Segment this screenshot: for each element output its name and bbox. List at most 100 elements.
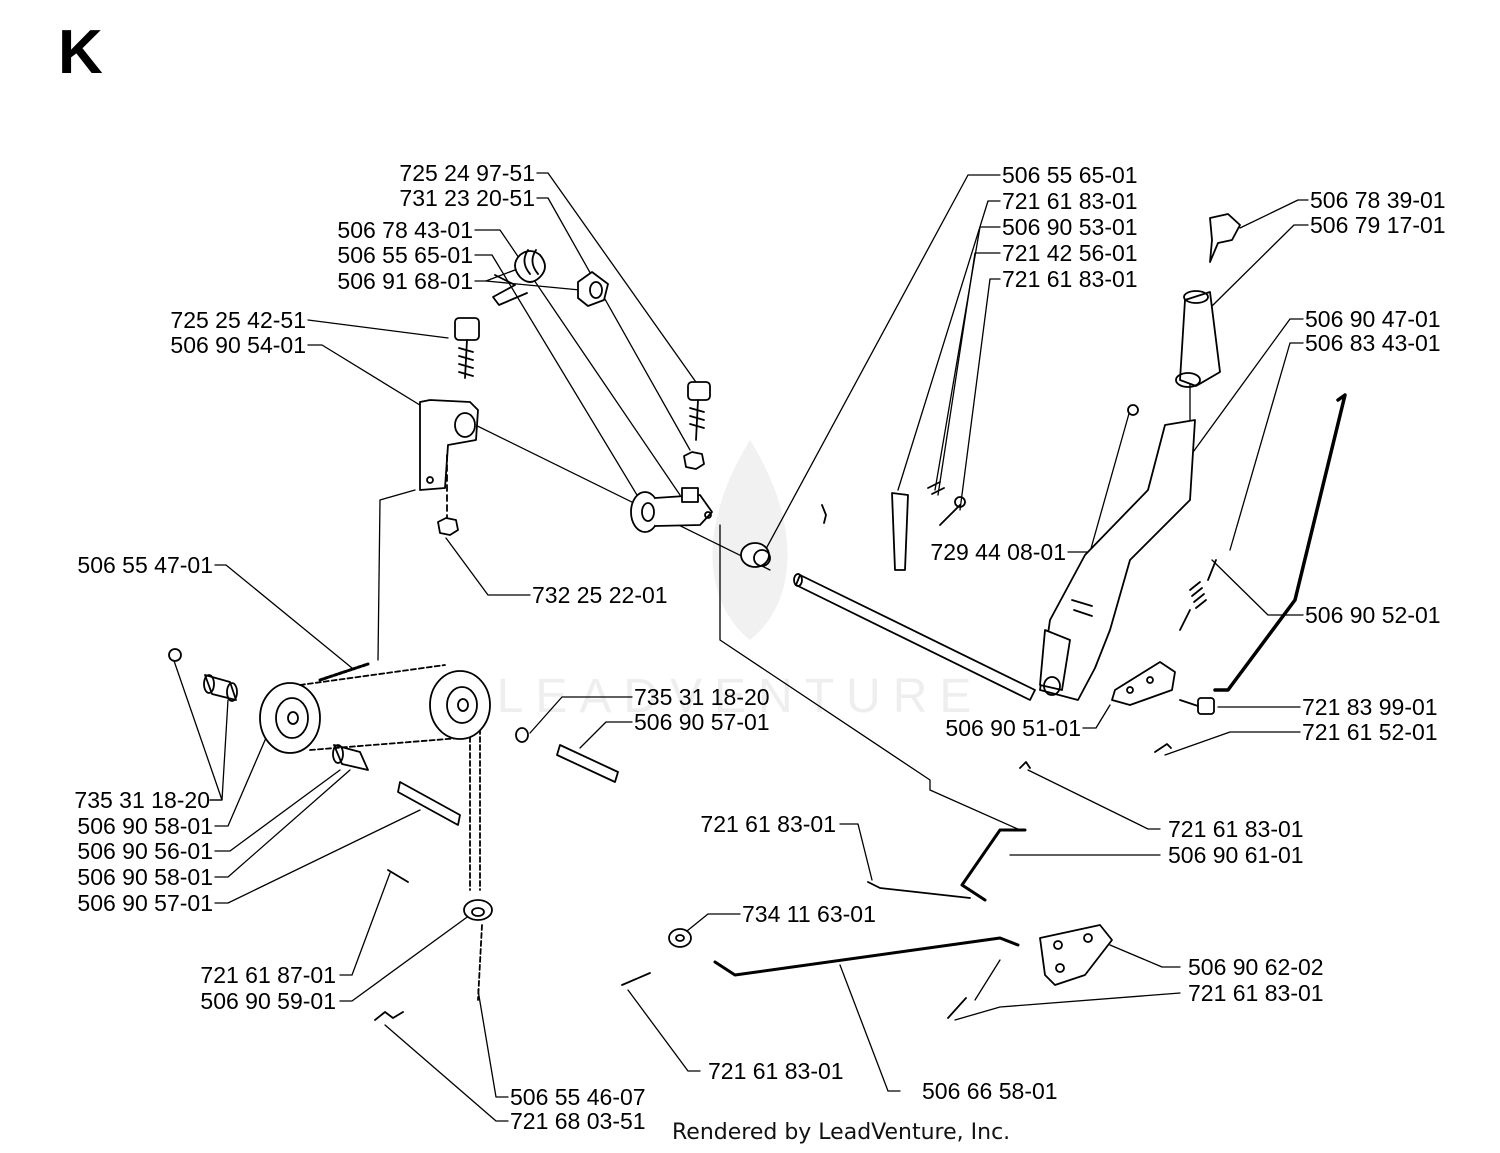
pins-upper	[821, 481, 966, 571]
callout-c21: 721 83 99-01	[1302, 694, 1438, 720]
callout-c16: 506 79 17-01	[1310, 212, 1446, 238]
callout-c35: 506 90 62-02	[1188, 954, 1324, 980]
bushing-shaft	[740, 542, 771, 568]
callout-c14: 721 61 83-01	[1002, 266, 1138, 292]
leader-c39	[627, 989, 701, 1072]
callout-c40: 506 66 58-01	[922, 1078, 1058, 1104]
leader-c23	[1082, 704, 1111, 729]
callout-c15: 506 78 39-01	[1310, 187, 1446, 213]
handle-screw	[1127, 404, 1139, 416]
pulley-center	[429, 670, 491, 740]
callout-c27: 506 90 58-01	[77, 813, 213, 839]
handle-cap	[1209, 213, 1241, 263]
leader-c31	[1027, 769, 1161, 830]
bushing-left	[203, 674, 238, 702]
lever-arm	[630, 487, 713, 533]
callout-c01: 725 24 97-51	[399, 160, 535, 186]
leader-c17	[1179, 318, 1304, 471]
leader-c33	[839, 823, 873, 881]
clip-bottom	[374, 1011, 404, 1021]
callout-c39: 721 61 83-01	[708, 1058, 844, 1084]
cotter-pin-mid	[867, 881, 971, 899]
leader-c16	[1209, 224, 1309, 309]
callout-c10: 506 55 65-01	[1002, 162, 1138, 188]
leader-c40	[839, 964, 901, 1092]
callout-c17: 506 90 47-01	[1305, 306, 1441, 332]
leader-c27	[214, 709, 279, 827]
belt-segment-left	[318, 662, 370, 682]
callout-c34: 734 11 63-01	[742, 901, 876, 927]
leader-c30	[214, 809, 421, 904]
leader-c25	[579, 721, 633, 749]
leader-c42	[384, 1024, 509, 1122]
callout-c28: 506 90 56-01	[77, 838, 213, 864]
callout-c23: 506 90 51-01	[945, 715, 1081, 741]
leader-c18	[1229, 342, 1304, 551]
leader-c34	[681, 913, 741, 936]
callout-c02: 731 23 20-51	[399, 185, 535, 211]
rod-lower	[621, 936, 1020, 986]
callout-c12: 506 90 53-01	[1002, 214, 1138, 240]
leader-c15	[1239, 199, 1309, 229]
leader-c01	[536, 172, 699, 386]
handle-grip	[1175, 290, 1221, 388]
section-letter: K	[58, 18, 103, 87]
leader-c03	[474, 229, 681, 496]
callout-c08: 506 55 47-01	[77, 552, 213, 578]
callout-c24: 735 31 18-20	[634, 684, 770, 710]
callout-c20: 506 90 52-01	[1305, 602, 1441, 628]
leader-c36b	[974, 959, 1001, 1001]
pin-center	[556, 744, 619, 783]
cotter-pin-left	[387, 869, 409, 883]
callout-c26: 735 31 18-20	[74, 787, 210, 813]
leader-c04	[474, 254, 641, 501]
assembly-line-link	[719, 524, 1021, 831]
callout-c29: 506 90 58-01	[77, 864, 213, 890]
callout-c42: 721 68 03-51	[510, 1108, 646, 1134]
callout-c18: 506 83 43-01	[1305, 330, 1441, 356]
bushing-left-lower	[332, 744, 369, 771]
callout-c33: 721 61 83-01	[700, 811, 836, 837]
callout-c19: 729 44 08-01	[930, 539, 1066, 565]
leader-c14	[959, 278, 1001, 511]
bolt-upper-right	[683, 381, 711, 470]
leader-c28	[214, 769, 341, 852]
callout-c38: 506 90 59-01	[200, 988, 336, 1014]
washer-lower	[668, 928, 692, 948]
leader-lines	[171, 172, 1309, 1122]
callout-c07: 506 90 54-01	[170, 332, 306, 358]
callout-c05: 506 91 68-01	[337, 268, 473, 294]
callout-c31: 721 61 83-01	[1168, 816, 1304, 842]
callout-c09: 732 25 22-01	[532, 582, 668, 608]
parts	[168, 213, 1347, 1021]
bracket-bearing	[419, 399, 479, 491]
bushing-upper	[577, 271, 609, 307]
leader-c24	[529, 696, 633, 734]
pulley-left	[259, 682, 321, 754]
callout-c36: 721 61 83-01	[1188, 980, 1324, 1006]
nut-lower	[437, 454, 459, 536]
leader-c26b	[209, 699, 229, 801]
leader-c36	[954, 992, 1181, 1021]
leader-c02	[536, 197, 691, 451]
bolt-upper-left	[454, 317, 480, 379]
bolt-right	[1179, 697, 1215, 715]
leader-c13	[937, 252, 1001, 496]
callout-c22: 721 61 52-01	[1302, 719, 1438, 745]
leader-c35	[1109, 944, 1181, 968]
cotter-pin-lower	[947, 997, 967, 1019]
spring-torsion	[492, 249, 546, 306]
callout-c37: 721 61 87-01	[200, 962, 336, 988]
callout-c32: 506 90 61-01	[1168, 842, 1304, 868]
callout-c11: 721 61 83-01	[1002, 188, 1138, 214]
watermark-flame-icon	[712, 440, 788, 640]
leader-c29	[214, 769, 351, 878]
plate-link	[1111, 661, 1176, 706]
rod-bent	[960, 761, 1031, 902]
callout-c04: 506 55 65-01	[337, 242, 473, 268]
leader-c37	[339, 872, 391, 976]
callout-c25: 506 90 57-01	[634, 709, 770, 735]
assembly-line-drop	[377, 489, 416, 661]
leader-c41	[477, 989, 509, 1098]
